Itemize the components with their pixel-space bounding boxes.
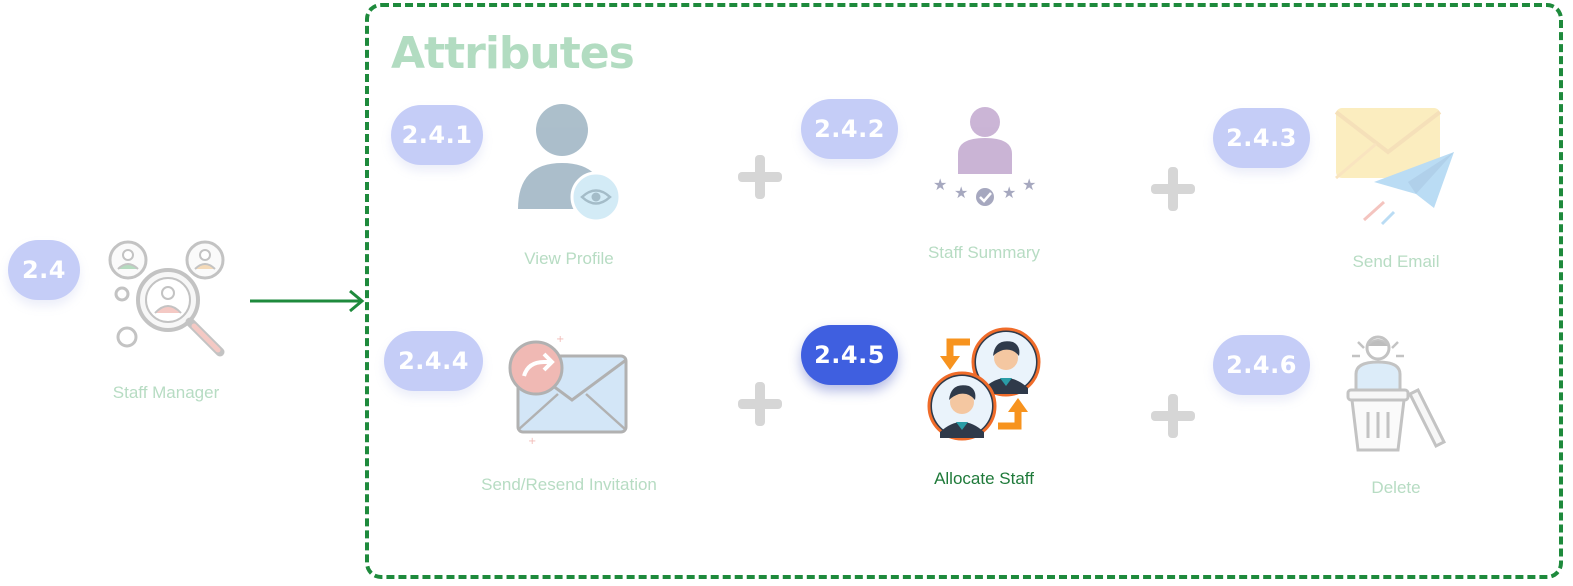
svg-text:★: ★ xyxy=(1022,175,1036,194)
arrow-right-icon xyxy=(250,289,365,313)
delete-staff-icon xyxy=(1346,335,1447,452)
send-email-label: Send Email xyxy=(1352,252,1440,271)
allocate-staff-icon xyxy=(927,327,1041,441)
svg-text:★: ★ xyxy=(1002,183,1016,202)
plus-icon xyxy=(1151,394,1195,438)
svg-text:★: ★ xyxy=(954,183,968,202)
badge-2-4-5: 2.4.5 xyxy=(801,325,898,385)
badge-2-4-6: 2.4.6 xyxy=(1213,335,1310,395)
staff-manager-label: Staff Manager xyxy=(112,383,220,402)
plus-icon xyxy=(1151,167,1195,211)
staff-summary-icon: ★ ★ ★ ★ xyxy=(933,107,1036,206)
attributes-frame xyxy=(365,3,1563,579)
badge-2-4-4: 2.4.4 xyxy=(384,331,483,391)
badge-2-4-2: 2.4.2 xyxy=(801,99,898,159)
svg-text:+: + xyxy=(556,336,564,345)
delete-label: Delete xyxy=(1371,478,1421,497)
send-email-icon xyxy=(1334,108,1454,226)
svg-text:★: ★ xyxy=(933,175,947,194)
resend-invitation-icon: + + xyxy=(508,336,628,446)
allocate-staff-label: Allocate Staff xyxy=(934,469,1034,488)
plus-icon xyxy=(738,382,782,426)
attributes-title: Attributes xyxy=(391,28,635,79)
staff-summary-label: Staff Summary xyxy=(927,243,1041,262)
staff-search-icon xyxy=(108,240,225,357)
resend-invitation-label: Send/Resend Invitation xyxy=(481,475,657,494)
svg-text:+: + xyxy=(528,436,536,446)
badge-2-4: 2.4 xyxy=(8,240,80,300)
badge-2-4-3: 2.4.3 xyxy=(1213,108,1310,168)
view-profile-label: View Profile xyxy=(524,249,614,268)
plus-icon xyxy=(738,155,782,199)
badge-2-4-1: 2.4.1 xyxy=(391,105,483,165)
view-profile-icon xyxy=(518,104,622,223)
